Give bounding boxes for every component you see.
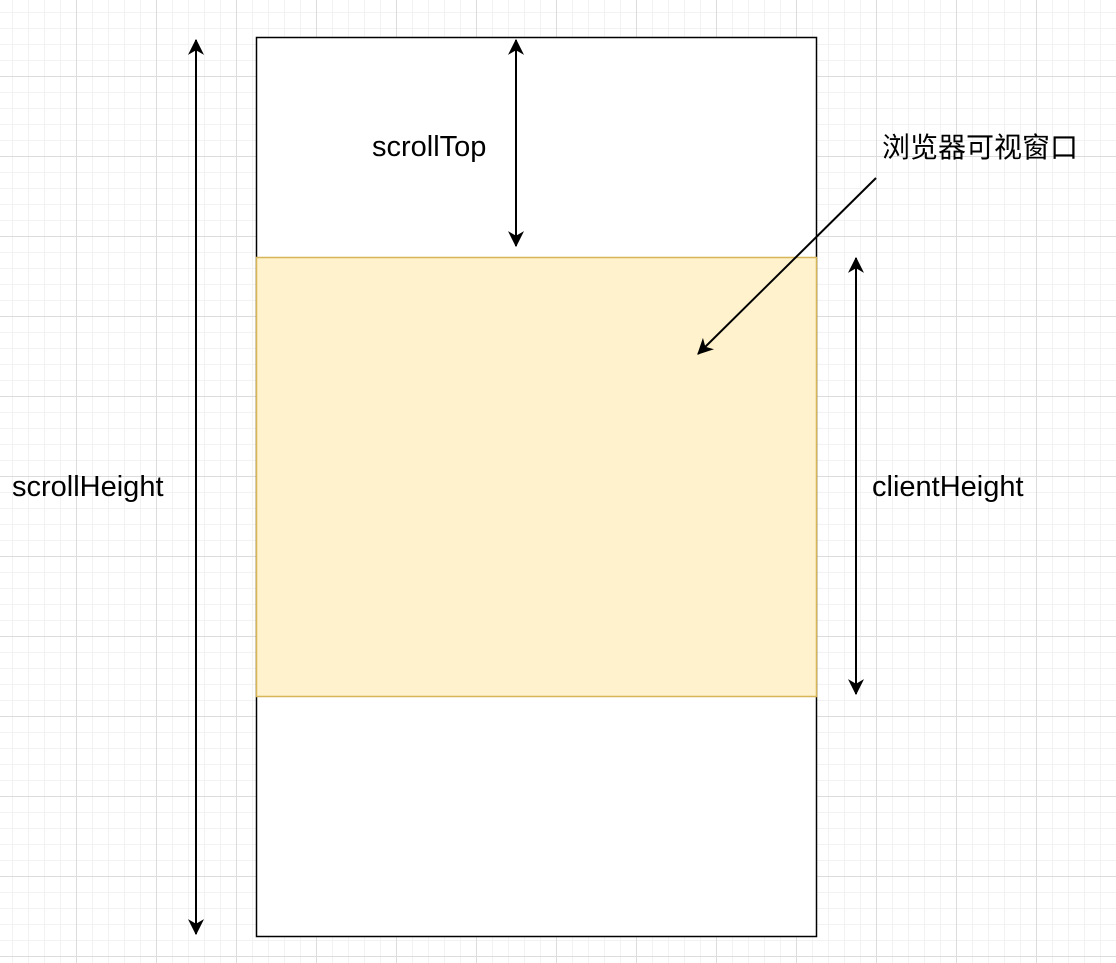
viewport-rect xyxy=(255,256,818,698)
scroll-top-label: scrollTop xyxy=(372,131,487,163)
viewport-label: 浏览器可视窗口 xyxy=(882,131,1079,164)
client-height-label: clientHeight xyxy=(872,471,1024,503)
scroll-height-label: scrollHeight xyxy=(12,471,164,503)
viewport-pointer-arrow xyxy=(697,177,877,355)
